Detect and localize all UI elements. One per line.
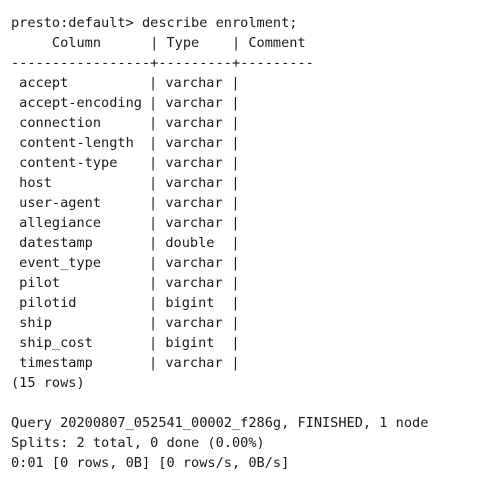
column-name-cell: timestamp: [11, 355, 93, 371]
column-name-cell: accept-encoding: [11, 95, 142, 111]
query-status: Query 20200807_052541_00002_f286g, FINIS…: [11, 415, 429, 431]
column-type-cell: bigint: [165, 295, 215, 311]
column-separator: |: [231, 315, 240, 331]
table-header: Column | Type | Comment: [11, 35, 306, 51]
command-text: describe enrolment;: [141, 15, 298, 31]
table-row: datestamp| double|: [11, 233, 491, 253]
table-row: content-length| varchar|: [11, 133, 491, 153]
column-separator: |: [149, 255, 166, 271]
column-name-cell: content-length: [11, 135, 134, 151]
column-separator: |: [149, 275, 166, 291]
column-separator: |: [231, 195, 240, 211]
table-row: accept| varchar|: [11, 73, 491, 93]
column-type-cell: double: [165, 235, 215, 251]
column-separator: |: [231, 115, 240, 131]
row-count: (15 rows): [11, 375, 85, 391]
column-separator: |: [149, 195, 166, 211]
column-name-cell: ship: [11, 315, 52, 331]
column-type-cell: varchar: [165, 135, 223, 151]
column-name-cell: pilot: [11, 275, 61, 291]
column-name-cell: datestamp: [11, 235, 93, 251]
column-separator: |: [231, 355, 240, 371]
column-type-cell: varchar: [165, 215, 223, 231]
column-name-cell: host: [11, 175, 52, 191]
column-type-cell: varchar: [165, 175, 223, 191]
table-row: content-type| varchar|: [11, 153, 491, 173]
column-separator: |: [231, 295, 240, 311]
table-row: event_type| varchar|: [11, 253, 491, 273]
column-separator: |: [149, 95, 166, 111]
column-type-cell: varchar: [165, 95, 223, 111]
column-type-cell: varchar: [165, 275, 223, 291]
column-type-cell: varchar: [165, 115, 223, 131]
table-row: allegiance| varchar|: [11, 213, 491, 233]
table-row: timestamp| varchar|: [11, 353, 491, 373]
column-type-cell: varchar: [165, 75, 223, 91]
table-row: host| varchar|: [11, 173, 491, 193]
column-separator: |: [149, 315, 166, 331]
column-separator: |: [149, 215, 166, 231]
shell-prompt: presto:default>: [11, 15, 142, 31]
column-name-cell: user-agent: [11, 195, 102, 211]
table-row: pilot| varchar|: [11, 273, 491, 293]
table-row: connection| varchar|: [11, 113, 491, 133]
column-separator: |: [149, 295, 166, 311]
column-name-cell: pilotid: [11, 295, 77, 311]
column-separator: |: [231, 255, 240, 271]
column-name-cell: connection: [11, 115, 102, 131]
column-separator: |: [231, 335, 240, 351]
column-type-cell: varchar: [165, 355, 223, 371]
column-type-cell: varchar: [165, 315, 223, 331]
column-separator: |: [231, 135, 240, 151]
column-type-cell: varchar: [165, 195, 223, 211]
table-row: ship| varchar|: [11, 313, 491, 333]
table-separator: -----------------+---------+---------: [11, 55, 314, 71]
column-name-cell: accept: [11, 75, 69, 91]
column-name-cell: content-type: [11, 155, 118, 171]
column-separator: |: [149, 155, 166, 171]
column-name-cell: allegiance: [11, 215, 102, 231]
column-separator: |: [149, 115, 166, 131]
command-line: presto:default> describe enrolment;: [11, 13, 491, 33]
table-row: ship_cost| bigint|: [11, 333, 491, 353]
column-name-cell: event_type: [11, 255, 102, 271]
column-separator: |: [149, 235, 166, 251]
table-row: user-agent| varchar|: [11, 193, 491, 213]
table-row: pilotid| bigint|: [11, 293, 491, 313]
column-separator: |: [231, 235, 240, 251]
table-body: accept| varchar| accept-encoding| varcha…: [11, 73, 491, 373]
table-row: accept-encoding| varchar|: [11, 93, 491, 113]
column-separator: |: [231, 95, 240, 111]
column-type-cell: bigint: [165, 335, 215, 351]
column-separator: |: [149, 135, 166, 151]
column-separator: |: [149, 335, 166, 351]
column-type-cell: varchar: [165, 255, 223, 271]
column-separator: |: [231, 215, 240, 231]
column-separator: |: [231, 175, 240, 191]
splits-status: Splits: 2 total, 0 done (0.00%): [11, 435, 265, 451]
column-separator: |: [231, 75, 240, 91]
column-separator: |: [149, 175, 166, 191]
column-name-cell: ship_cost: [11, 335, 93, 351]
column-separator: |: [231, 155, 240, 171]
blank-line: [11, 393, 491, 413]
column-type-cell: varchar: [165, 155, 223, 171]
column-separator: |: [149, 355, 166, 371]
stats-status: 0:01 [0 rows, 0B] [0 rows/s, 0B/s]: [11, 455, 290, 471]
column-separator: |: [149, 75, 166, 91]
column-separator: |: [231, 275, 240, 291]
